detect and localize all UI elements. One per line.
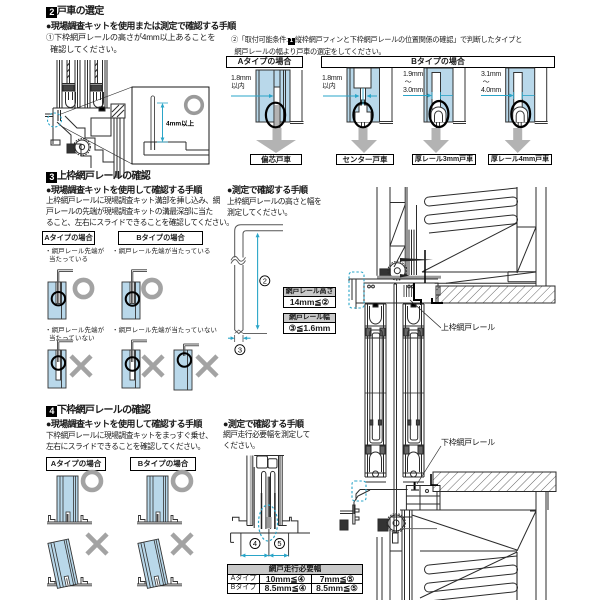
svg-text:2: 2: [263, 277, 267, 286]
svg-text:5: 5: [277, 539, 281, 548]
svg-text:4mm以上: 4mm以上: [166, 119, 195, 128]
svg-text:3: 3: [238, 345, 242, 354]
svg-text:4: 4: [253, 539, 257, 548]
